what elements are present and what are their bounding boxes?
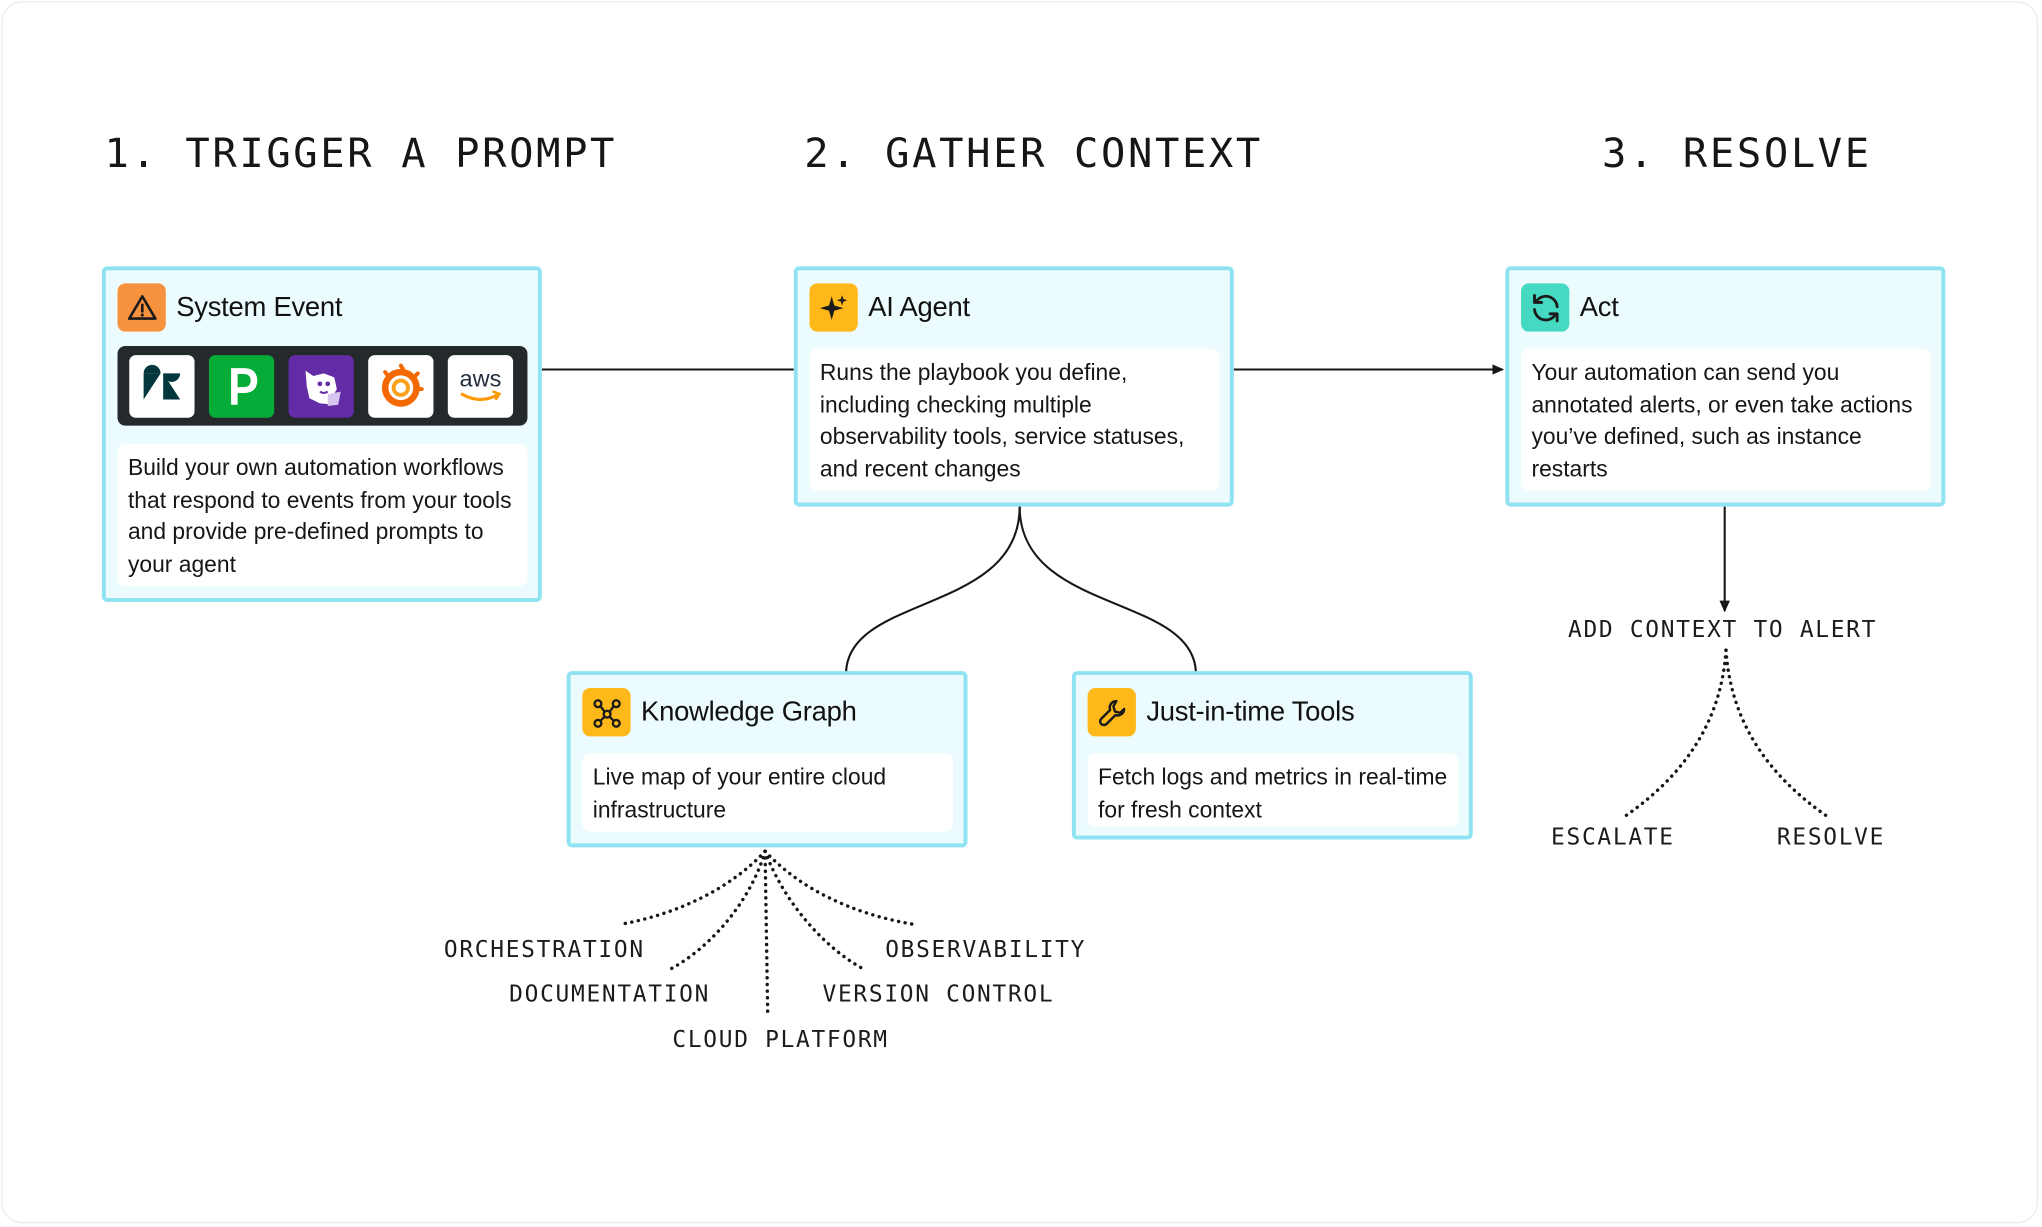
dotted-link-escalate (1619, 648, 1728, 821)
escalate-label: ESCALATE (1551, 825, 1675, 852)
knowledge-graph-description: Live map of your entire cloud infrastruc… (582, 753, 954, 832)
grafana-logo-icon (368, 355, 434, 418)
act-title: Act (1579, 291, 1619, 322)
knowledge-graph-card: Knowledge Graph Live map of your entire … (566, 671, 968, 848)
add-context-to-alert-label: ADD CONTEXT TO ALERT (1568, 617, 1878, 644)
pagerduty-logo-icon (208, 355, 275, 418)
source-orchestration: ORCHESTRATION (443, 937, 645, 964)
aws-logo-text: aws (460, 365, 502, 391)
dotted-link-cloud-platform (763, 849, 770, 1015)
system-event-card: System Event aws Build your own automati… (101, 266, 542, 602)
knowledge-graph-header: Knowledge Graph (582, 688, 857, 737)
dotted-link-documentation (669, 849, 767, 971)
knowledge-graph-title: Knowledge Graph (641, 696, 857, 727)
dotted-link-version-control (763, 849, 865, 971)
dotted-link-observability (763, 849, 916, 927)
source-version-control: VERSION CONTROL (822, 981, 1055, 1008)
system-event-header: System Event (117, 283, 343, 332)
act-header: Act (1521, 283, 1619, 332)
source-cloud-platform: CLOUD PLATFORM (672, 1027, 889, 1054)
source-observability: OBSERVABILITY (885, 937, 1087, 964)
connector-agent-to-knowledge-graph (844, 506, 1021, 673)
ai-agent-card: AI Agent Runs the playbook you define, i… (793, 266, 1234, 507)
jit-tools-card: Just-in-time Tools Fetch logs and metric… (1071, 671, 1473, 840)
jit-tools-title: Just-in-time Tools (1146, 696, 1355, 727)
aws-logo-icon: aws (447, 355, 514, 418)
act-card: Act Your automation can send you annotat… (1505, 266, 1946, 507)
ai-agent-title: AI Agent (868, 291, 970, 322)
wrench-icon (1087, 688, 1136, 737)
ai-agent-description: Runs the playbook you define, including … (809, 348, 1220, 491)
dotted-link-resolve (1724, 648, 1833, 821)
resolve-label: RESOLVE (1776, 825, 1886, 852)
connector-agent-to-jit-tools (1018, 506, 1197, 673)
datadog-logo-icon (288, 355, 354, 418)
zendesk-logo-icon (129, 355, 195, 418)
act-description: Your automation can send you annotated a… (1521, 348, 1931, 491)
dotted-link-orchestration (618, 849, 767, 927)
step-heading-trigger: 1. TRIGGER A PROMPT (104, 130, 618, 178)
jit-tools-description: Fetch logs and metrics in real-time for … (1087, 753, 1459, 827)
graph-nodes-icon (582, 688, 631, 737)
source-documentation: DOCUMENTATION (509, 981, 711, 1008)
jit-tools-header: Just-in-time Tools (1087, 688, 1355, 737)
ai-agent-header: AI Agent (809, 283, 970, 332)
step-heading-gather: 2. GATHER CONTEXT (804, 130, 1263, 178)
warning-triangle-icon (117, 283, 166, 332)
integration-logos: aws (117, 345, 528, 426)
system-event-description: Build your own automation workflows that… (117, 443, 528, 587)
refresh-icon (1521, 283, 1570, 332)
step-heading-resolve: 3. RESOLVE (1601, 130, 1872, 178)
system-event-title: System Event (176, 291, 343, 322)
sparkle-icon (809, 283, 858, 332)
